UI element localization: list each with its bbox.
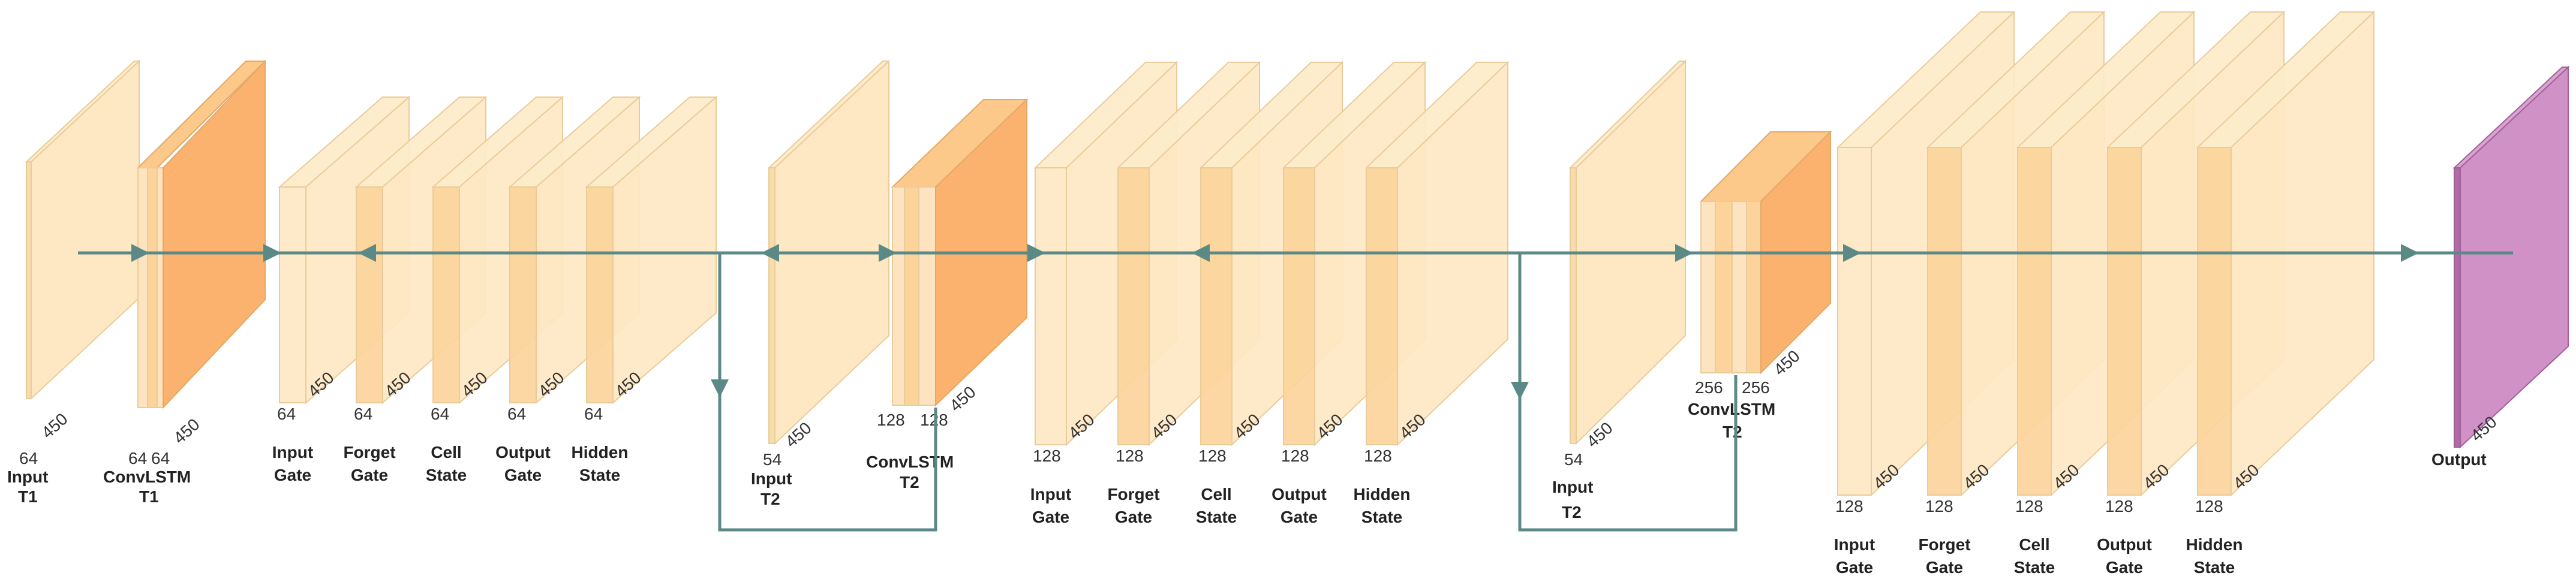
input-t1-size: 450 bbox=[38, 409, 71, 442]
input-t2b-label-2: T2 bbox=[1562, 503, 1582, 521]
input-t2-label-1: Input bbox=[751, 469, 792, 488]
stage3-gate-1-channels: 128 bbox=[1925, 497, 1953, 515]
stage2-gate-2-channels: 128 bbox=[1198, 447, 1227, 465]
stage2-gate-4-channels: 128 bbox=[1364, 447, 1392, 465]
stage1-gate-2-label-2: State bbox=[426, 466, 467, 484]
stage2-gate-2-label-1: Cell bbox=[1201, 485, 1231, 503]
stage2-gate-0-label-1: Input bbox=[1030, 485, 1071, 503]
stage1-gate-2-channels: 64 bbox=[431, 405, 449, 423]
stage1-gate-0-channels: 64 bbox=[277, 405, 296, 423]
stage3-gates bbox=[1836, 10, 2376, 497]
stage3-gate-3-label-2: Gate bbox=[2106, 558, 2143, 576]
convlstm-t2b-ch-b: 256 bbox=[1742, 378, 1770, 397]
convlstm-t2-ch-a: 128 bbox=[877, 411, 905, 429]
output-block bbox=[2452, 65, 2570, 449]
flow-lines bbox=[78, 251, 2513, 532]
stage2-gate-2-label-2: State bbox=[1196, 508, 1237, 526]
stage1-gate-1-label-2: Gate bbox=[351, 466, 388, 484]
stage3-gate-0-label-1: Input bbox=[1834, 535, 1875, 554]
input-t1-channels: 64 bbox=[19, 449, 38, 468]
input-t2b-channels: 54 bbox=[1564, 450, 1583, 469]
stage2-gate-0-channels: 128 bbox=[1033, 447, 1061, 465]
stage3-gate-1-label-1: Forget bbox=[1918, 535, 1970, 554]
stage1-gate-3-label-1: Output bbox=[495, 443, 551, 462]
stage1-gate-0-label-1: Input bbox=[272, 443, 313, 462]
output-label: Output bbox=[2431, 450, 2487, 469]
stage3-gate-2-channels: 128 bbox=[2015, 497, 2043, 515]
stage1-gate-3-label-2: Gate bbox=[504, 466, 542, 484]
stage1-gate-4-label-2: State bbox=[579, 466, 620, 484]
stage2-gate-0-label-2: Gate bbox=[1032, 508, 1069, 526]
input-t1-label-1: Input bbox=[7, 468, 48, 486]
convlstm-t2b-label-1: ConvLSTM bbox=[1688, 400, 1775, 418]
gate-labels: 64450InputGate64450ForgetGate64450CellSt… bbox=[272, 368, 2263, 576]
stage1-gate-2-label-1: Cell bbox=[431, 443, 461, 462]
convlstm-t2-label-2: T2 bbox=[900, 473, 919, 491]
convlstm-t1-ch-b: 64 bbox=[151, 449, 170, 468]
convlstm-t2-ch-b: 128 bbox=[920, 411, 948, 429]
input-t2-label-2: T2 bbox=[761, 490, 780, 508]
stage1-gate-block-4 bbox=[585, 95, 718, 405]
stage3-gate-3-channels: 128 bbox=[2105, 497, 2133, 515]
input-t2b-label-1: Input bbox=[1552, 478, 1593, 496]
stage3-gate-2-label-1: Cell bbox=[2019, 535, 2049, 554]
stage2-gate-1-channels: 128 bbox=[1116, 447, 1144, 465]
convlstm-t1-ch-a: 64 bbox=[128, 449, 147, 468]
input-t1-block bbox=[25, 59, 141, 400]
stage1-gates bbox=[278, 95, 718, 405]
stage1-gate-0-label-2: Gate bbox=[274, 466, 311, 484]
convlstm-t1-label-2: T1 bbox=[139, 487, 159, 506]
stage3-gate-4-label-1: Hidden bbox=[2186, 535, 2243, 554]
stage2-gate-3-label-1: Output bbox=[1272, 485, 1327, 503]
input-t1-label-2: T1 bbox=[18, 487, 38, 506]
convlstm-t2b-label-2: T2 bbox=[1723, 423, 1742, 441]
stage2-gate-3-channels: 128 bbox=[1281, 447, 1309, 465]
stage3-gate-0-channels: 128 bbox=[1835, 497, 1863, 515]
convlstm-t1-label-1: ConvLSTM bbox=[103, 468, 191, 486]
stage3-gate-0-label-2: Gate bbox=[1836, 558, 1873, 576]
convlstm-t2b-ch-a: 256 bbox=[1695, 378, 1723, 397]
input-t2-channels: 54 bbox=[763, 450, 781, 469]
stage1-gate-4-channels: 64 bbox=[584, 405, 603, 423]
stage3-gate-4-label-2: State bbox=[2194, 558, 2235, 576]
convlstm-t2-label-1: ConvLSTM bbox=[866, 453, 954, 471]
stage2-gate-1-label-1: Forget bbox=[1107, 485, 1159, 503]
stage1-gate-1-label-1: Forget bbox=[343, 443, 395, 462]
stage2-gate-4-label-1: Hidden bbox=[1354, 485, 1411, 503]
stage1-gate-1-channels: 64 bbox=[354, 405, 372, 423]
stage3-gate-4-channels: 128 bbox=[2195, 497, 2223, 515]
convlstm-t1-block bbox=[136, 59, 267, 409]
stage3-gate-2-label-2: State bbox=[2014, 558, 2055, 576]
stage2-gate-4-label-2: State bbox=[1361, 508, 1402, 526]
stage2-gate-1-label-2: Gate bbox=[1115, 508, 1152, 526]
stage1-gate-3-channels: 64 bbox=[507, 405, 526, 423]
stage1-gate-4-label-1: Hidden bbox=[572, 443, 629, 462]
stage3-gate-3-label-1: Output bbox=[2097, 535, 2152, 554]
stage2-gate-3-label-2: Gate bbox=[1281, 508, 1318, 526]
convlstm-t1-size: 450 bbox=[170, 415, 203, 447]
stage3-gate-1-label-2: Gate bbox=[1926, 558, 1963, 576]
